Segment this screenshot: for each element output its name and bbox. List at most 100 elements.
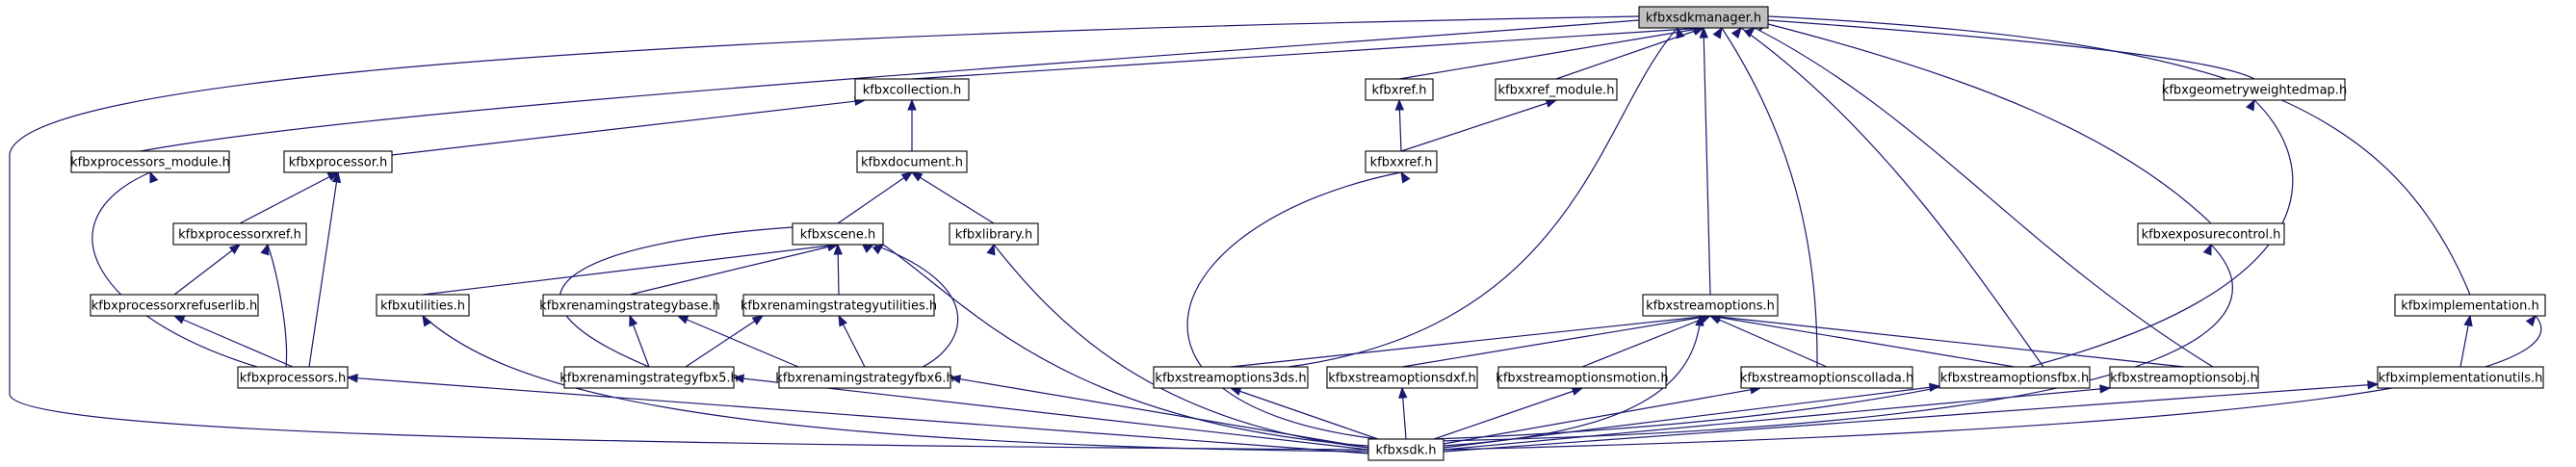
node-kfbxrenamingstrategybase[interactable]: kfbxrenamingstrategybase.h: [539, 294, 720, 317]
node-box[interactable]: [542, 294, 717, 317]
node-box[interactable]: [70, 150, 230, 173]
node-box[interactable]: [2163, 78, 2346, 101]
node-label: kfbxexposurecontrol.h: [2142, 228, 2281, 243]
edge-kfbxstreamoptionsmotion-kfbxsdk: [1433, 387, 1583, 440]
edge-kfbxsdkmanager-kfbxstreamoptions: [1703, 27, 1711, 296]
node-kfbxdocument[interactable]: kfbxdocument.h: [856, 150, 968, 173]
node-kfbxstreamoptionscollada[interactable]: kfbxstreamoptionscollada.h: [1740, 366, 1913, 389]
node-box[interactable]: [172, 222, 307, 246]
node-label: kfbxstreamoptionsfbx.h: [1940, 372, 2089, 386]
node-label: kfbxcollection.h: [863, 84, 962, 98]
arrowhead-kfbxstreamoptionsobj-kfbxsdk: [2099, 384, 2112, 394]
node-box[interactable]: [1367, 438, 1444, 461]
node-kfbxsdk[interactable]: kfbxsdk.h: [1367, 438, 1444, 461]
node-kfbxxref_module[interactable]: kfbxxref_module.h: [1495, 78, 1618, 101]
node-box[interactable]: [1326, 366, 1478, 389]
arrowhead-kfbxsdkmanager-kfbxstreamoptionsfbx: [1730, 26, 1742, 39]
node-kfbxrenamingstrategyutilities[interactable]: kfbxrenamingstrategyutilities.h: [741, 294, 937, 317]
node-box[interactable]: [856, 150, 968, 173]
node-label: kfbxstreamoptions3ds.h: [1155, 372, 1306, 386]
node-kfbxstreamoptionsdxf[interactable]: kfbxstreamoptionsdxf.h: [1326, 366, 1478, 389]
node-box[interactable]: [90, 294, 259, 317]
edge-kfbxprocessors-kfbxsdk: [347, 376, 1369, 454]
node-box[interactable]: [949, 222, 1039, 246]
node-kfbxlibrary[interactable]: kfbxlibrary.h: [949, 222, 1039, 246]
node-box[interactable]: [778, 366, 951, 389]
node-kfbxrenamingstrategyfbx5[interactable]: kfbxrenamingstrategyfbx5.h: [559, 366, 739, 389]
node-label: kfbxdocument.h: [861, 156, 963, 170]
node-kfbxstreamoptionsobj[interactable]: kfbxstreamoptionsobj.h: [2109, 366, 2259, 389]
node-box[interactable]: [2109, 366, 2259, 389]
node-box[interactable]: [2137, 222, 2285, 246]
node-kfbxprocessorxrefuserlib[interactable]: kfbxprocessorxrefuserlib.h: [90, 294, 259, 317]
arrowhead-kfbxsdkmanager-kfbxstreamoptions: [1699, 26, 1709, 39]
node-kfbxgeometryweightedmap[interactable]: kfbxgeometryweightedmap.h: [2162, 78, 2347, 101]
edge-kfbxexposurecontrol-kfbxsdk: [1437, 244, 2233, 442]
node-kfbxprocessors_module[interactable]: kfbxprocessors_module.h: [70, 150, 230, 173]
node-kfbxscene[interactable]: kfbxscene.h: [792, 222, 884, 246]
node-box[interactable]: [237, 366, 349, 389]
edge-kfbxstreamoptionscollada-kfbxsdk: [1443, 387, 1761, 445]
node-kfbxprocessorxref[interactable]: kfbxprocessorxref.h: [172, 222, 307, 246]
node-box[interactable]: [1638, 6, 1769, 29]
node-kfbxstreamoptionsfbx[interactable]: kfbxstreamoptionsfbx.h: [1939, 366, 2091, 389]
node-box[interactable]: [1495, 78, 1618, 101]
edge-kfbxrenamingstrategyfbx5-kfbxsdk: [733, 376, 1369, 451]
node-label: kfbxsdkmanager.h: [1646, 12, 1761, 26]
arrowhead-kfbxgeometryweightedmap-kfbxsdk: [2246, 98, 2255, 112]
node-kfbximplementation[interactable]: kfbximplementation.h: [2394, 294, 2546, 317]
arrowhead-kfbxrenamingstrategybase-kfbxrenamingstrategyfbx5: [629, 314, 638, 327]
node-kfbxref[interactable]: kfbxref.h: [1365, 78, 1434, 101]
edge-kfbxscene-kfbxrenamingstrategybase: [629, 244, 839, 296]
node-box[interactable]: [1939, 366, 2091, 389]
node-label: kfbxutilities.h: [380, 299, 465, 314]
node-box[interactable]: [376, 294, 470, 317]
arrowhead-kfbximplementationutils-kfbxsdk: [2367, 380, 2380, 390]
node-kfbxstreamoptions3ds[interactable]: kfbxstreamoptions3ds.h: [1153, 366, 1309, 389]
node-kfbxexposurecontrol[interactable]: kfbxexposurecontrol.h: [2137, 222, 2285, 246]
edge-kfbxsdkmanager-kfbxexposurecontrol: [1767, 23, 2212, 224]
node-kfbxutilities[interactable]: kfbxutilities.h: [376, 294, 470, 317]
node-box[interactable]: [792, 222, 884, 246]
node-label: kfbxgeometryweightedmap.h: [2162, 84, 2347, 98]
arrowhead-kfbxscene-kfbxrenamingstrategyfbx6: [862, 244, 875, 253]
edge-kfbxprocessorxref-kfbxprocessorxrefuserlib: [173, 244, 241, 296]
arrowhead-kfbxscene-kfbxsdk: [872, 244, 885, 255]
arrowhead-kfbxcollection-kfbxdocument: [907, 98, 917, 111]
node-box[interactable]: [2377, 366, 2544, 389]
node-kfbxcollection[interactable]: kfbxcollection.h: [854, 78, 970, 101]
edge-kfbxsdkmanager-kfbxprocessors_module: [140, 19, 1640, 152]
arrowhead-kfbxxref-kfbxsdk: [1400, 170, 1411, 184]
node-kfbxsdkmanager[interactable]: kfbxsdkmanager.h: [1638, 6, 1769, 29]
node-box[interactable]: [1153, 366, 1309, 389]
node-kfbxstreamoptions[interactable]: kfbxstreamoptions.h: [1642, 294, 1779, 317]
node-box[interactable]: [1740, 366, 1913, 389]
node-kfbxprocessors[interactable]: kfbxprocessors.h: [237, 366, 349, 389]
arrowhead-kfbxrenamingstrategyfbx5-kfbxsdk: [732, 374, 744, 383]
node-box[interactable]: [283, 150, 393, 173]
edge-kfbxsdkmanager-kfbxsdk: [9, 15, 1640, 451]
node-layer: kfbxsdkmanager.h kfbxcollection.h kfbxref.…: [70, 6, 2546, 461]
edge-kfbxsdkmanager-kfbxstreamoptions3ds: [1288, 27, 1678, 368]
node-label: kfbxsdk.h: [1376, 444, 1437, 458]
edge-kfbxrenamingstrategybase-kfbxrenamingstrategyfbx6: [677, 315, 799, 368]
node-kfbxstreamoptionsmotion[interactable]: kfbxstreamoptionsmotion.h: [1496, 366, 1669, 389]
arrowhead-kfbxstreamoptions-kfbxsdk: [1695, 314, 1704, 326]
edge-kfbxstreamoptions-kfbxstreamoptions3ds: [1230, 315, 1711, 368]
node-kfbxxref[interactable]: kfbxxref.h: [1365, 150, 1438, 173]
node-kfbximplementationutils[interactable]: kfbximplementationutils.h: [2377, 366, 2544, 389]
node-box[interactable]: [1365, 150, 1438, 173]
node-box[interactable]: [563, 366, 735, 389]
edge-kfbxdocument-kfbxlibrary: [911, 171, 995, 224]
node-box[interactable]: [854, 78, 970, 101]
node-box[interactable]: [1365, 78, 1434, 101]
edge-kfbxxref-kfbxsdk: [1186, 171, 1402, 440]
node-box[interactable]: [1497, 366, 1667, 389]
node-box[interactable]: [742, 294, 935, 317]
node-box[interactable]: [2394, 294, 2546, 317]
node-kfbxrenamingstrategyfbx6[interactable]: kfbxrenamingstrategyfbx6.h: [775, 366, 954, 389]
node-kfbxprocessor[interactable]: kfbxprocessor.h: [283, 150, 393, 173]
edge-kfbxsdkmanager-kfbxref: [1398, 27, 1704, 80]
node-box[interactable]: [1642, 294, 1779, 317]
